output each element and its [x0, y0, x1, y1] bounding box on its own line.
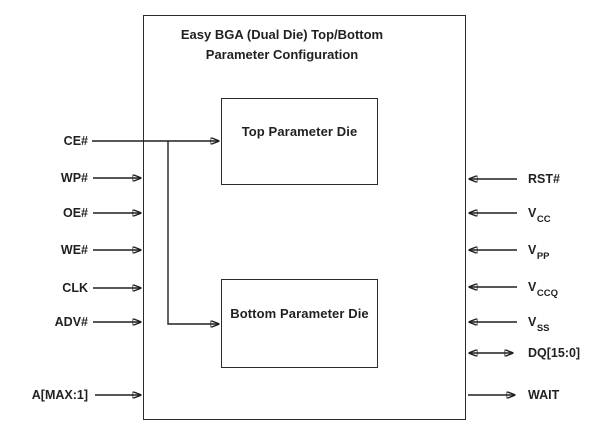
signal-subscript: CCQ: [536, 287, 558, 299]
signal-label-vcc: VCC: [528, 204, 551, 225]
signal-label-oe: OE#: [62, 206, 88, 220]
signal-text: RST#: [528, 172, 560, 186]
signal-label-amax: A[MAX:1]: [31, 388, 88, 402]
signal-label-clk: CLK: [62, 281, 88, 295]
device-outline-box: [143, 15, 466, 420]
signal-subscript: PP: [536, 250, 550, 262]
diagram-title: Easy BGA (Dual Die) Top/Bottom Parameter…: [122, 25, 442, 65]
bottom-parameter-die-box: Bottom Parameter Die: [221, 279, 378, 368]
signal-label-wait: WAIT: [528, 386, 559, 404]
signal-subscript: CC: [536, 213, 551, 225]
signal-text: V: [528, 280, 537, 294]
signal-label-vccq: VCCQ: [528, 278, 558, 299]
top-parameter-die-label: Top Parameter Die: [241, 124, 358, 139]
diagram-title-line2: Parameter Configuration: [205, 47, 359, 62]
bottom-parameter-die-label: Bottom Parameter Die: [230, 306, 369, 321]
signal-text: V: [528, 243, 537, 257]
signal-text: WAIT: [528, 388, 560, 402]
signal-label-vss: VSS: [528, 313, 550, 334]
signal-label-adv: ADV#: [54, 315, 88, 329]
signal-label-ce: CE#: [63, 134, 88, 148]
signal-subscript: SS: [536, 322, 550, 334]
signal-label-rst: RST#: [528, 170, 560, 188]
signal-label-wp: WP#: [60, 171, 88, 185]
signal-text: V: [528, 315, 537, 329]
top-parameter-die-box: Top Parameter Die: [221, 98, 378, 185]
signal-label-dq: DQ[15:0]: [528, 344, 580, 362]
signal-label-we: WE#: [60, 243, 88, 257]
signal-text: DQ[15:0]: [528, 346, 581, 360]
signal-label-vpp: VPP: [528, 241, 550, 262]
signal-text: V: [528, 206, 537, 220]
diagram-title-line1: Easy BGA (Dual Die) Top/Bottom: [180, 27, 384, 42]
